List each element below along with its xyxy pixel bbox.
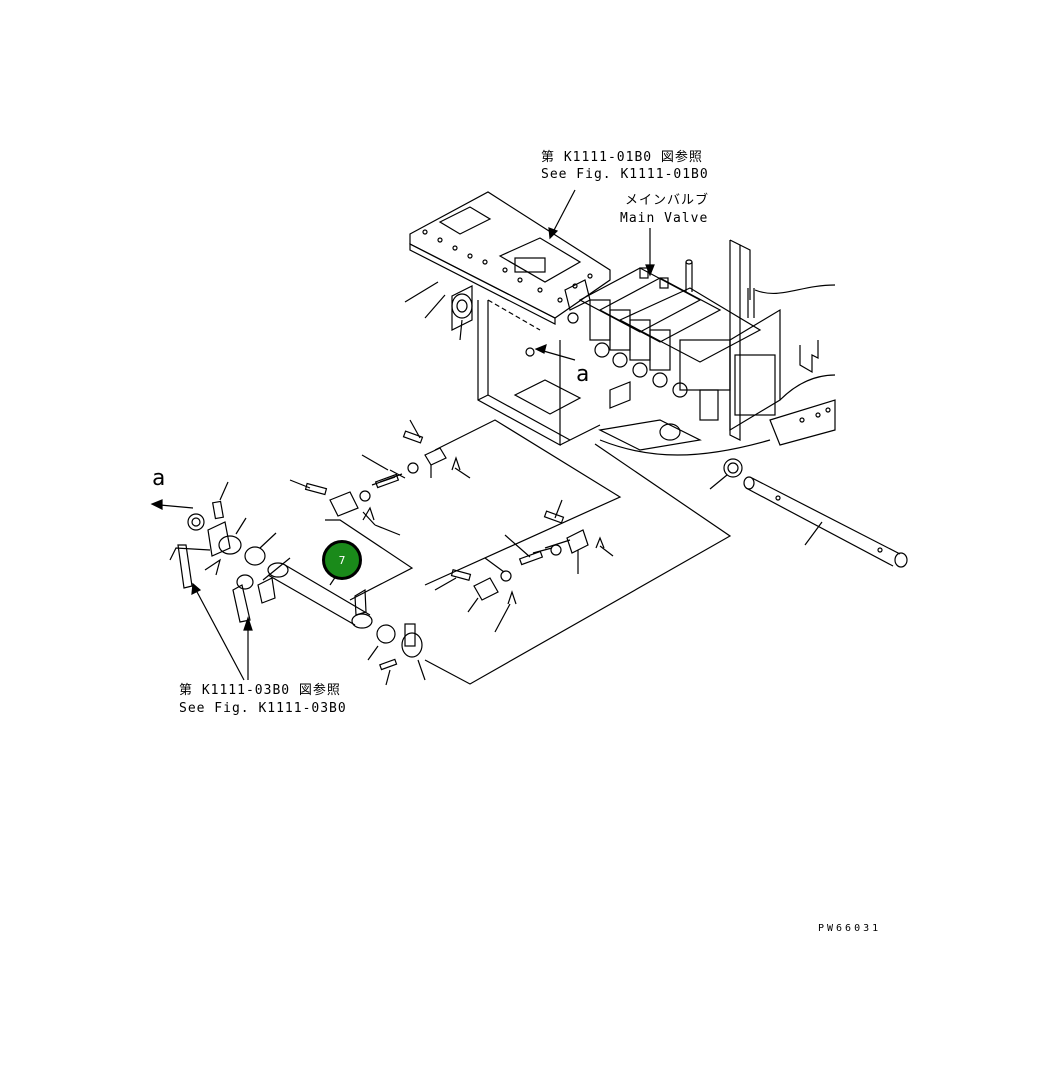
main-valve-jp: メインバルブ — [625, 193, 710, 208]
ref-bottom-en: See Fig. K1111-03B0 — [179, 701, 347, 716]
view-a-right: a — [576, 362, 590, 387]
drawing-code: PW66031 — [818, 923, 882, 934]
leader-lines — [150, 189, 655, 510]
frame-bracket — [409, 191, 611, 447]
bottom-ref-arrows — [191, 582, 253, 681]
main-valve — [564, 239, 836, 456]
left-linkage — [169, 481, 426, 686]
part-callout-7[interactable]: 7 — [322, 540, 362, 580]
middle-linkage — [289, 419, 732, 685]
ref-top-jp: 第 K1111-01B0 図参照 — [541, 150, 703, 165]
ref-bottom-jp: 第 K1111-03B0 図参照 — [179, 683, 341, 698]
ref-top-en: See Fig. K1111-01B0 — [541, 167, 709, 182]
view-a-left: a — [152, 466, 166, 491]
callout-number: 7 — [338, 553, 346, 567]
long-shaft — [709, 458, 908, 568]
main-valve-en: Main Valve — [620, 211, 709, 226]
